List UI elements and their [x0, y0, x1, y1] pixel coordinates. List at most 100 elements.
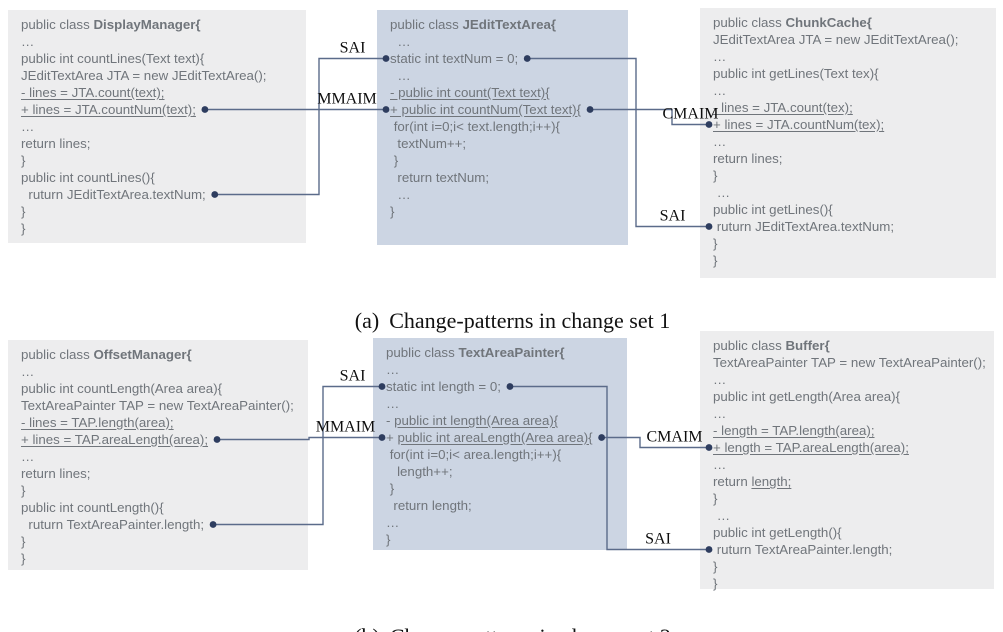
- code-text: …: [713, 457, 727, 472]
- code-line-text: + lines = JTA.countNum(tex);: [713, 116, 884, 133]
- code-line-text: public int getLength(Area area){: [713, 388, 900, 405]
- code-line-text: …: [386, 395, 399, 412]
- code-text: …: [713, 83, 727, 98]
- code-line: …: [386, 514, 619, 531]
- code-line: public int getLines(){: [713, 201, 988, 218]
- code-box-offsetmanager: public class OffsetManager{…public int c…: [8, 340, 308, 570]
- code-text: public class: [713, 338, 786, 353]
- code-line-text: …: [713, 133, 726, 150]
- code-line-text: TextAreaPainter TAP = new TextAreaPainte…: [21, 397, 294, 414]
- code-text: public int getLines(){: [713, 202, 833, 217]
- code-line-text: textNum++;: [390, 135, 466, 152]
- code-line: return lines;: [21, 135, 298, 152]
- code-box-buffer: public class Buffer{TextAreaPainter TAP …: [700, 331, 994, 592]
- code-text: textNum++;: [390, 136, 467, 151]
- connector-label-mmaim: MMAIM: [316, 419, 376, 436]
- code-line: + public int areaLength(Area area){: [386, 429, 619, 446]
- code-line: textNum++;: [390, 135, 620, 152]
- code-line-text: public int countLength(Area area){: [21, 380, 222, 397]
- code-text: for(int i=0;i< area.length;i++){: [386, 447, 562, 462]
- caption-a-text: Change-patterns in change set 1: [389, 308, 671, 333]
- code-text: public class: [21, 347, 94, 362]
- code-line: }: [713, 575, 986, 592]
- caption-b-text: Change-patterns in change set 2: [390, 624, 671, 632]
- code-text: …: [386, 396, 400, 411]
- code-line: }: [713, 252, 988, 269]
- code-text: }: [713, 576, 718, 591]
- code-text: …: [713, 134, 727, 149]
- code-line-text: }: [713, 575, 717, 592]
- code-line: + lines = TAP.areaLength(area);: [21, 431, 300, 448]
- code-line-text: …: [713, 507, 730, 524]
- class-name-bold: TextAreaPainter{: [458, 345, 565, 360]
- code-line-text: …: [386, 514, 399, 531]
- code-line-text: JEditTextArea JTA = new JEditTextArea();: [21, 67, 266, 84]
- code-line-text: - lines = JTA.count(text);: [21, 84, 164, 101]
- code-line-text: }: [390, 152, 398, 169]
- changed-code-underlined: public int areaLength(Area area){: [397, 430, 593, 445]
- connector-label-sai: SAI: [645, 531, 671, 548]
- code-line: …: [713, 82, 988, 99]
- code-line: …: [713, 371, 986, 388]
- code-text: ruturn TextAreaPainter.length;: [713, 542, 893, 557]
- code-line-text: …: [21, 363, 34, 380]
- code-line-text: public int getLines(){: [713, 201, 833, 218]
- code-line-text: …: [386, 361, 399, 378]
- connector-label-sai: SAI: [660, 208, 686, 225]
- code-box-chunkcache: public class ChunkCache{JEditTextArea JT…: [700, 8, 996, 278]
- code-text: }: [713, 559, 718, 574]
- code-text: TextAreaPainter TAP = new TextAreaPainte…: [21, 398, 294, 413]
- code-text: }: [713, 491, 718, 506]
- code-text: …: [390, 34, 411, 49]
- code-text: }: [21, 221, 26, 236]
- code-text: …: [713, 49, 727, 64]
- code-line-text: …: [713, 184, 730, 201]
- code-line: }: [21, 220, 298, 237]
- changed-code-underlined: length;: [751, 474, 792, 489]
- code-line: ruturn TextAreaPainter.length;: [21, 516, 300, 533]
- code-line: }: [713, 490, 986, 507]
- code-line-text: return lines;: [21, 135, 90, 152]
- code-line-text: public class ChunkCache{: [713, 14, 872, 31]
- code-line: …: [713, 48, 988, 65]
- code-text: static int textNum = 0;: [390, 51, 519, 66]
- code-line-text: }: [390, 203, 394, 220]
- code-text: JEditTextArea JTA = new JEditTextArea();: [713, 32, 959, 47]
- code-line-text: …: [713, 456, 726, 473]
- code-line-text: }: [713, 235, 717, 252]
- code-text: …: [713, 185, 730, 200]
- code-text: public class: [713, 15, 786, 30]
- changed-code-underlined: - lines = TAP.length(area);: [21, 415, 174, 430]
- code-line: public int countLength(){: [21, 499, 300, 516]
- code-line-text: - lines = JTA.count(tex);: [713, 99, 853, 116]
- code-text: }: [390, 204, 395, 219]
- code-line: JEditTextArea JTA = new JEditTextArea();: [713, 31, 988, 48]
- code-text: }: [21, 534, 26, 549]
- code-line-text: for(int i=0;i< area.length;i++){: [386, 446, 562, 463]
- code-line-text: return length;: [386, 497, 471, 514]
- code-line-text: …: [21, 33, 34, 50]
- code-line: public class TextAreaPainter{: [386, 344, 619, 361]
- code-text: …: [713, 508, 730, 523]
- code-line-text: public int getLines(Text tex){: [713, 65, 879, 82]
- code-text: }: [713, 253, 718, 268]
- code-line-text: …: [21, 118, 34, 135]
- code-text: }: [386, 481, 395, 496]
- code-line: …: [21, 448, 300, 465]
- code-text: …: [390, 68, 411, 83]
- code-line-text: length++;: [386, 463, 452, 480]
- code-line: for(int i=0;i< text.length;i++){: [390, 118, 620, 135]
- code-line-text: ruturn JEditTextArea.textNum;: [21, 186, 205, 203]
- code-line: - lines = TAP.length(area);: [21, 414, 300, 431]
- code-line: + lines = JTA.countNum(tex);: [713, 116, 988, 133]
- code-line: public class OffsetManager{: [21, 346, 300, 363]
- code-line: …: [390, 33, 620, 50]
- code-line-text: + public int countNum(Text text){: [390, 101, 581, 118]
- code-line: return lines;: [713, 150, 988, 167]
- code-line-text: }: [21, 482, 25, 499]
- code-line-text: }: [21, 220, 25, 237]
- class-name-bold: OffsetManager{: [93, 347, 192, 362]
- code-line-text: ruturn TextAreaPainter.length;: [21, 516, 204, 533]
- code-line: public class JEditTextArea{: [390, 16, 620, 33]
- class-name-bold: JEditTextArea{: [462, 17, 557, 32]
